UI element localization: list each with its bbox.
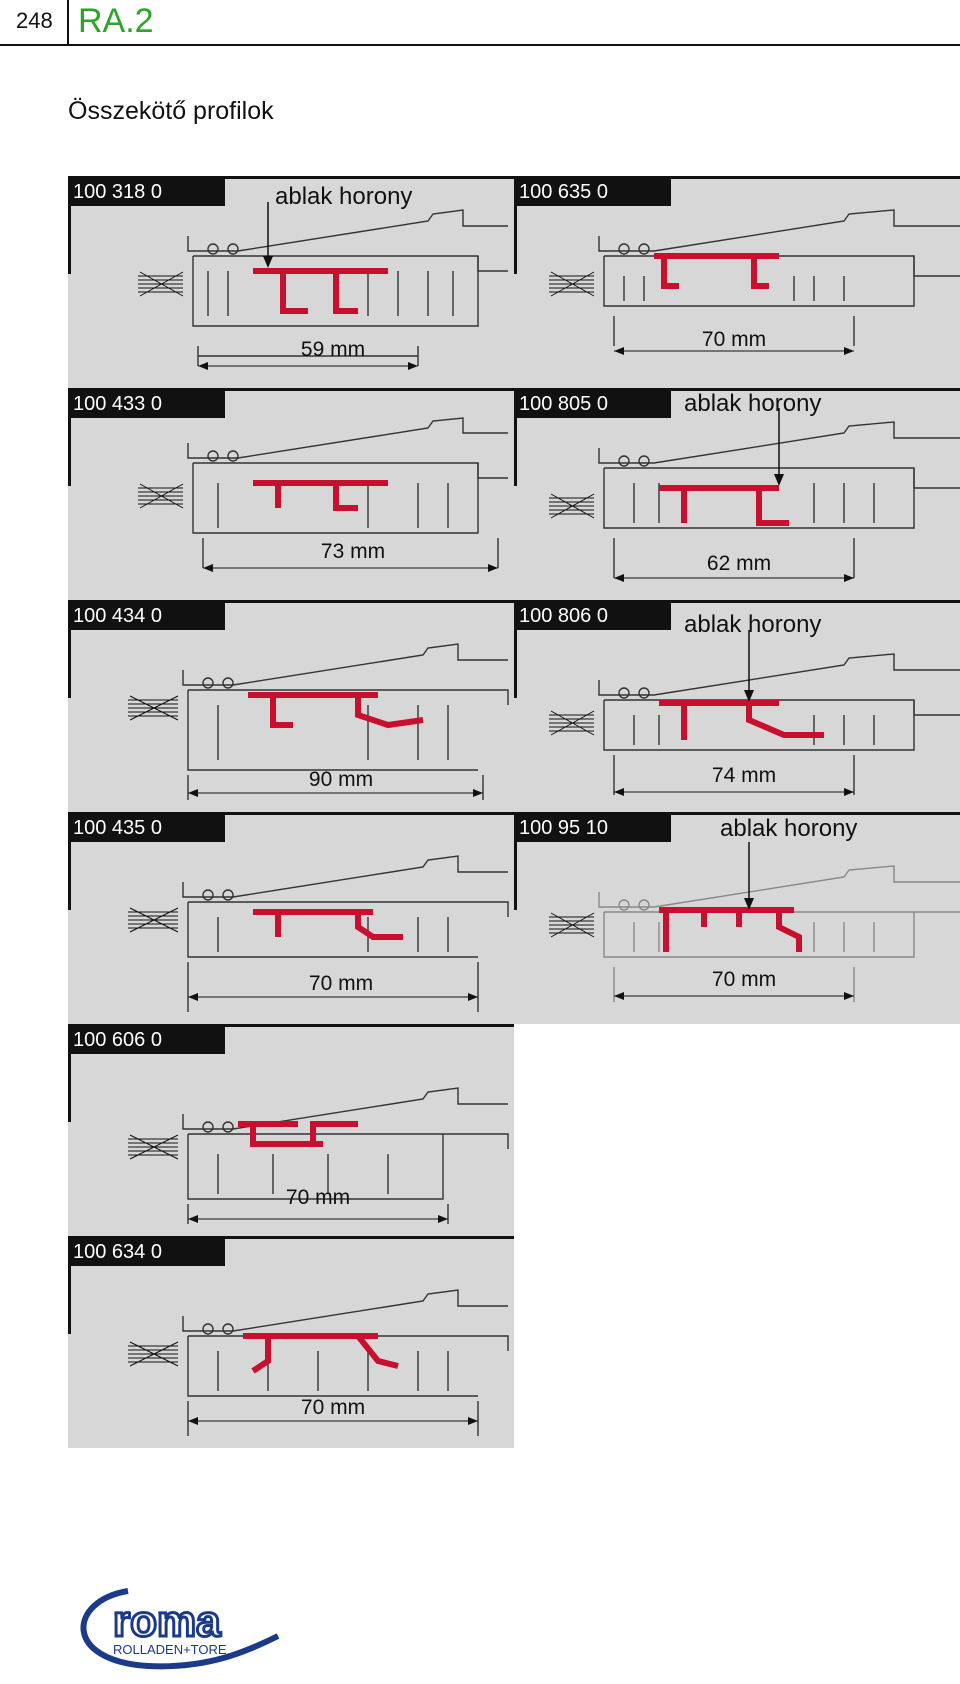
profile-drawing — [138, 202, 508, 370]
dimension-label: 70 mm — [711, 968, 777, 991]
profile-code: 100 606 0 — [68, 1024, 225, 1054]
cell-top-rule — [68, 1236, 514, 1239]
profile-code: 100 634 0 — [68, 1236, 225, 1266]
profile-code: 100 95 10 — [514, 812, 671, 842]
profile-code: 100 434 0 — [68, 600, 225, 630]
section-code: RA.2 — [78, 2, 154, 40]
profile-drawing — [128, 643, 509, 800]
callout-label: ablak horony — [720, 815, 858, 842]
cell-left-rule — [68, 600, 71, 698]
profile-drawing — [128, 855, 509, 1012]
page-title: Összekötő profilok — [68, 97, 274, 125]
callout-label: ablak horony — [684, 611, 822, 638]
cell-top-rule — [514, 388, 960, 391]
profile-cell-100-634-0: 100 634 0 70 mm — [68, 1236, 514, 1448]
callout-label: ablak horony — [275, 183, 413, 210]
profile-drawing — [138, 417, 508, 572]
dimension-label: 62 mm — [706, 552, 772, 575]
profile-code: 100 806 0 — [514, 600, 671, 630]
profile-code: 100 433 0 — [68, 388, 225, 418]
dimension-label: 70 mm — [701, 328, 767, 351]
dimension-label: 70 mm — [308, 972, 374, 995]
profile-drawing — [549, 209, 960, 355]
cell-left-rule — [514, 600, 517, 698]
cell-left-rule — [68, 388, 71, 486]
cell-top-rule — [68, 812, 514, 815]
page-number: 248 — [16, 8, 53, 33]
cell-top-rule — [514, 176, 960, 179]
profile-drawing — [549, 630, 960, 796]
profile-cell-100-805-0: ablak horony 100 805 0 62 mm — [514, 388, 960, 600]
profile-drawing — [549, 842, 960, 1002]
dimension-label: 74 mm — [711, 764, 777, 787]
header-separator — [67, 0, 69, 46]
cell-top-rule — [68, 176, 514, 179]
profile-code: 100 635 0 — [514, 176, 671, 206]
profile-cell-100-318-0: ablak horony 100 318 0 59 mm — [68, 176, 514, 388]
profile-drawing — [128, 1289, 509, 1436]
dimension-label: 70 mm — [285, 1186, 351, 1209]
cell-top-rule — [68, 1024, 514, 1027]
cell-left-rule — [68, 176, 71, 274]
cell-top-rule — [514, 812, 960, 815]
cell-top-rule — [68, 600, 514, 603]
callout-label: ablak horony — [684, 390, 822, 417]
cell-left-rule — [514, 812, 517, 910]
logo-tagline: ROLLADEN+TORE — [113, 1642, 227, 1657]
profile-drawing — [128, 1087, 509, 1224]
roma-logo: roma ROLLADEN+TORE — [68, 1581, 288, 1676]
profile-cell-100-95-10: ablak horony 100 95 10 70 mm — [514, 812, 960, 1024]
profile-code: 100 435 0 — [68, 812, 225, 842]
dimension-label: 70 mm — [300, 1396, 366, 1419]
profile-drawing — [549, 408, 960, 582]
profile-cell-100-806-0: ablak horony 100 806 0 74 mm — [514, 600, 960, 812]
cell-top-rule — [514, 600, 960, 603]
dimension-label: 90 mm — [308, 768, 374, 791]
profile-cell-100-435-0: 100 435 0 70 mm — [68, 812, 514, 1024]
dimension-label: 59 mm — [300, 338, 366, 361]
cell-left-rule — [68, 812, 71, 910]
profile-cell-100-635-0: 100 635 0 70 mm — [514, 176, 960, 388]
cell-left-rule — [68, 1236, 71, 1334]
cell-left-rule — [68, 1024, 71, 1122]
cell-left-rule — [514, 388, 517, 486]
profile-cell-100-433-0: 100 433 0 73 mm — [68, 388, 514, 600]
roma-logo-graphic: roma ROLLADEN+TORE — [80, 1588, 280, 1670]
cell-left-rule — [514, 176, 517, 274]
profile-code: 100 318 0 — [68, 176, 225, 206]
dimension-label: 73 mm — [320, 540, 386, 563]
profile-cell-100-434-0: 100 434 0 90 mm — [68, 600, 514, 812]
logo-brand: roma — [113, 1597, 221, 1646]
profile-code: 100 805 0 — [514, 388, 671, 418]
header-rule — [0, 44, 960, 46]
profile-cell-100-606-0: 100 606 0 70 mm — [68, 1024, 514, 1236]
cell-top-rule — [68, 388, 514, 391]
